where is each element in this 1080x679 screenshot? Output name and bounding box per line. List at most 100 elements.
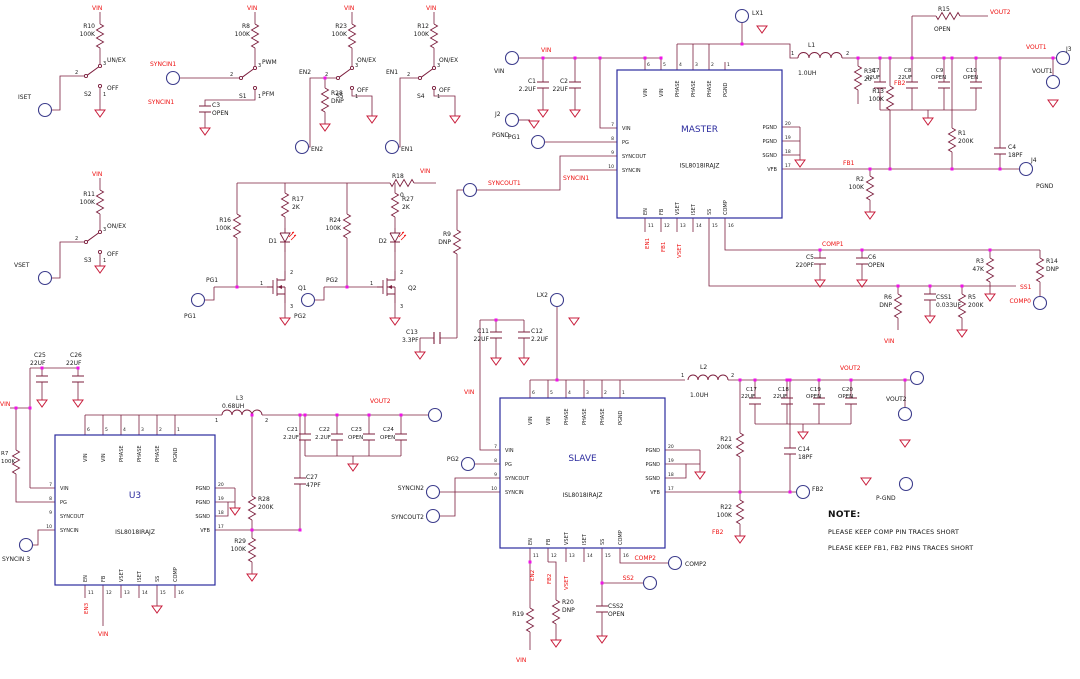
label: OPEN xyxy=(934,26,951,33)
junction-dot xyxy=(14,406,18,410)
ground-symbol xyxy=(151,605,163,614)
junction-dot xyxy=(600,581,604,585)
capacitor-C22 xyxy=(331,433,343,441)
label: 100K xyxy=(332,31,348,38)
pin-name: EN xyxy=(528,538,534,545)
pin-name: PHASE xyxy=(600,408,606,425)
label: 3 xyxy=(437,63,440,69)
pin-number: 14 xyxy=(142,590,148,596)
label: R9 xyxy=(443,231,451,238)
ground-symbol xyxy=(924,315,936,324)
pin-number: 9 xyxy=(49,510,52,516)
label: VOUT1 xyxy=(1032,68,1053,75)
net-label: EN3 xyxy=(84,602,90,614)
label: S4 xyxy=(417,93,425,100)
label: 22UF xyxy=(66,360,82,367)
pin-name: VIN xyxy=(659,88,665,97)
connector-en2 xyxy=(294,139,310,155)
pin-number: 2 xyxy=(604,390,607,396)
label: C3 xyxy=(212,102,220,109)
pin-name: VFB xyxy=(767,167,777,173)
resistor-R24 xyxy=(342,213,352,239)
label: R15 xyxy=(938,6,950,13)
connector-pgnd-jack xyxy=(898,476,914,492)
connector-j3 xyxy=(1055,50,1071,66)
switch-lever-S1 xyxy=(242,68,254,78)
label: J2 xyxy=(494,111,501,118)
net-label: EN1 xyxy=(645,238,651,249)
junction-dot xyxy=(950,56,954,60)
label: 1 xyxy=(260,281,263,287)
capacitor-C6 xyxy=(856,257,868,265)
label: ON/EX xyxy=(439,57,458,64)
label: Q1 xyxy=(298,285,307,292)
switch-lever-S3 xyxy=(87,232,99,242)
label: C12 xyxy=(531,328,543,335)
label: CSS1 xyxy=(936,294,952,301)
net-label: VIN xyxy=(92,171,102,178)
label: R6 xyxy=(884,294,892,301)
junction-dot xyxy=(860,248,864,252)
pin-number: 16 xyxy=(178,590,184,596)
label: C5 xyxy=(806,254,814,261)
net-label: SYNCIN1 xyxy=(148,99,174,106)
junction-dot xyxy=(974,56,978,60)
pin-name: PHASE xyxy=(155,445,161,462)
ground-symbol xyxy=(94,265,106,274)
pin-name: SGND xyxy=(762,153,777,159)
pin-number: 20 xyxy=(785,121,791,127)
connector-pg2-slave xyxy=(460,456,476,472)
ground-symbol xyxy=(528,120,540,129)
wire xyxy=(708,218,1016,287)
note: NOTE: PLEASE KEEP COMP PIN TRACES SHORT … xyxy=(828,510,1068,552)
ground-symbol xyxy=(319,123,331,132)
pin-name: PHASE xyxy=(137,445,143,462)
label: D2 xyxy=(379,238,388,245)
pin-name: VIN xyxy=(505,448,514,454)
capacitor-C1 xyxy=(537,81,549,89)
pin-name: SYNCIN xyxy=(60,528,79,534)
pin-number: 8 xyxy=(611,136,614,142)
label: 2.2UF xyxy=(283,435,299,441)
pin-number: 4 xyxy=(123,427,126,433)
capacitor-C9 xyxy=(938,81,950,89)
label: 3 xyxy=(400,304,403,310)
pin-number: 5 xyxy=(105,427,108,433)
junction-dot xyxy=(868,167,872,171)
label: R29 xyxy=(234,538,246,545)
label: R13 xyxy=(872,88,884,95)
switch-contact-S2 xyxy=(83,73,89,79)
ground-symbol xyxy=(568,317,580,326)
label: 1 xyxy=(258,94,261,100)
ic-part-master: ISL8018IRAJZ xyxy=(680,163,720,170)
ic-u3 xyxy=(54,434,216,586)
label: 100K xyxy=(80,31,96,38)
pin-number: 5 xyxy=(550,390,553,396)
capacitor-C2 xyxy=(569,81,581,89)
label: 20 xyxy=(864,76,872,83)
pin-name: PGND xyxy=(723,82,729,97)
label: OPEN xyxy=(838,394,853,400)
resistor-R2 xyxy=(865,175,875,201)
pin-number: 1 xyxy=(622,390,625,396)
junction-dot xyxy=(740,42,744,46)
pin-name: PHASE xyxy=(119,445,125,462)
connector-j2 xyxy=(504,112,520,128)
label: R18 xyxy=(392,173,404,180)
label: R8 xyxy=(242,23,250,30)
resistor-R17 xyxy=(280,192,290,218)
label: DNP xyxy=(879,302,892,309)
note-line-2: PLEASE KEEP FB1, FB2 PINS TRACES SHORT xyxy=(828,545,974,552)
junction-dot xyxy=(345,285,349,289)
label: 2 xyxy=(75,236,78,242)
connector-comp2 xyxy=(667,555,683,571)
wire xyxy=(15,474,55,503)
pin-name: PHASE xyxy=(675,80,681,97)
resistor-R10 xyxy=(95,23,105,49)
ground-symbol xyxy=(537,109,549,118)
net-label: VSET xyxy=(564,575,570,590)
label: S5 xyxy=(336,93,344,100)
net-label: VIN xyxy=(464,389,474,396)
connector-syncout1 xyxy=(462,182,478,198)
